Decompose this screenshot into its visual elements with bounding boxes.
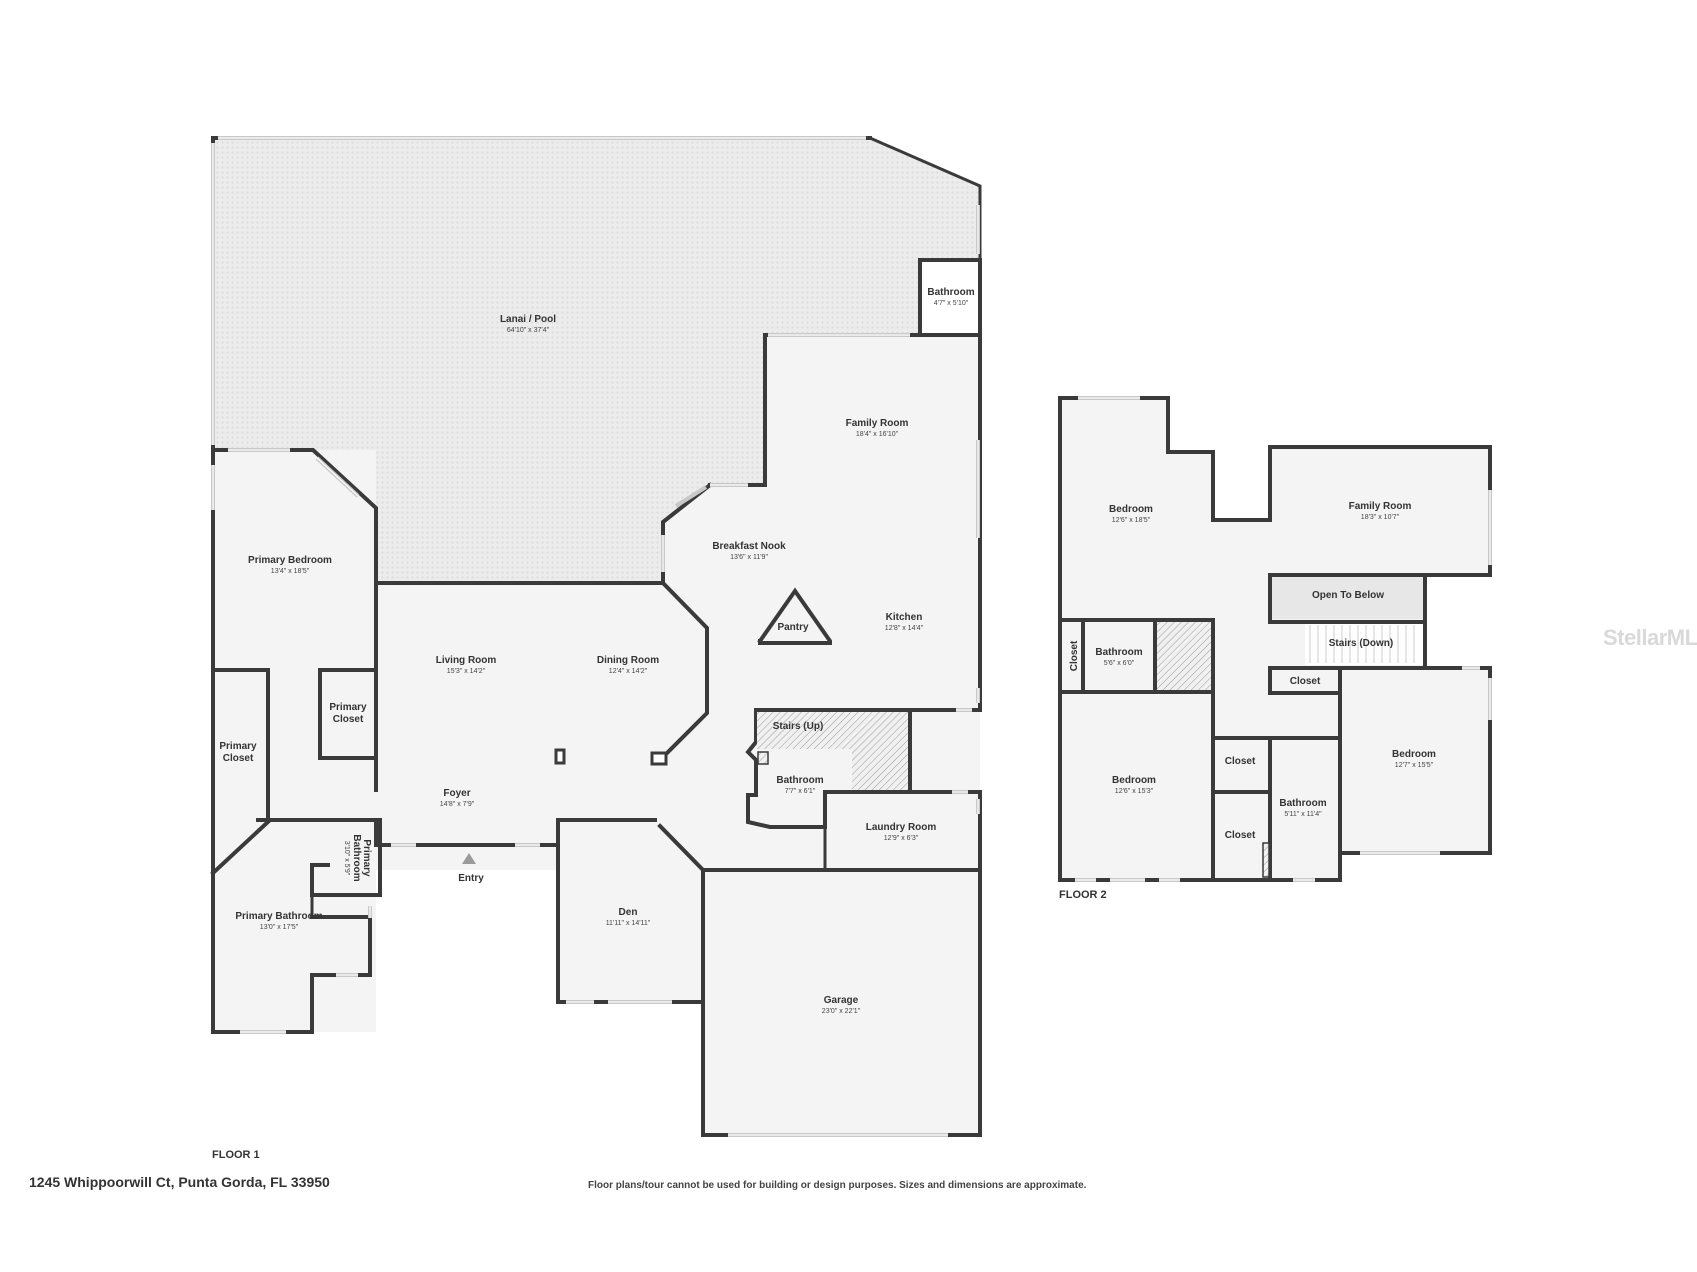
foyer-name: Foyer [443, 788, 470, 799]
pantry-walls [757, 587, 832, 645]
bathroom-s-dims: 5'11" x 11'4" [1284, 811, 1322, 818]
family-2-name: Family Room [1349, 501, 1412, 512]
primary-small-bath-walls [310, 818, 382, 897]
primary-bathroom-name: Primary Bathroom [235, 911, 322, 922]
family-room-dims: 18'4" x 16'10" [856, 431, 899, 438]
breakfast-nook-dims: 13'6" x 11'9" [730, 554, 768, 561]
bedroom-nw-dims: 12'6" x 18'5" [1112, 517, 1151, 524]
family-2-dims: 18'3" x 10'7" [1361, 514, 1400, 521]
lanai-bath-name: Bathroom [927, 287, 974, 298]
laundry-room-name: Laundry Room [866, 822, 937, 833]
den-name: Den [619, 907, 638, 918]
floor-2-fill [1060, 398, 1490, 880]
bedroom-sw-name: Bedroom [1112, 775, 1156, 786]
living-room-name: Living Room [436, 655, 497, 666]
primary-small-bath-name-2: Bathroom [351, 834, 362, 881]
column-2 [650, 751, 668, 766]
floor-2-windows [1075, 396, 1492, 882]
lanai-dims: 64'10" x 37'4" [507, 327, 550, 334]
primary-closet-1-name-2: Closet [223, 753, 254, 764]
living-room-dims: 15'3" x 14'2" [447, 668, 486, 675]
floor-1-plan: Lanai / Pool 64'10" x 37'4" Bathroom 4'7… [210, 136, 982, 1137]
lanai-name: Lanai / Pool [500, 314, 556, 325]
garage-dims: 23'0" x 22'1" [822, 1008, 861, 1015]
watermark-logo: StellarMLS [1603, 625, 1697, 650]
closet-e-name: Closet [1290, 676, 1321, 687]
bedroom-nw-walls [1058, 396, 1272, 882]
laundry-room-dims: 12'9" x 6'3" [884, 835, 919, 842]
bath-small-hatch [757, 751, 769, 765]
stairs-walls [754, 708, 912, 794]
entry-arrow-icon [462, 853, 476, 864]
bathroom-w-dims: 5'6" x 6'0" [1104, 660, 1135, 667]
den-fill [558, 820, 703, 1002]
primary-closet-2-name-1: Primary [329, 702, 367, 713]
open-to-below-fill [1270, 577, 1425, 619]
dining-angled-wall [660, 580, 709, 760]
center-bath-dims: 7'7" x 6'1" [785, 788, 816, 795]
garage-name: Garage [824, 995, 859, 1006]
kitchen-name: Kitchen [886, 612, 923, 623]
lanai-bath-dims: 4'7" x 5'10" [934, 300, 969, 307]
breakfast-nook-name: Breakfast Nook [712, 541, 786, 552]
closet-mid-2-name: Closet [1225, 830, 1256, 841]
stair-down-fill [1305, 622, 1423, 665]
bedroom-e-name: Bedroom [1392, 749, 1436, 760]
bathroom-w-name: Bathroom [1095, 647, 1142, 658]
stairs-down-treads [1309, 625, 1415, 663]
bedroom-e-dims: 12'7" x 15'5" [1395, 762, 1434, 769]
primary-bedroom-dims: 13'4" x 18'5" [271, 568, 310, 575]
stairs-up-hatch [757, 712, 908, 790]
primary-small-bath-dims: 3'10" x 5'9" [343, 841, 350, 876]
garage-fill [703, 870, 980, 1135]
den-dims: 11'11" x 14'11" [606, 920, 651, 927]
bathroom-s-name: Bathroom [1279, 798, 1326, 809]
family-room-name: Family Room [846, 418, 909, 429]
dining-room-name: Dining Room [597, 655, 659, 666]
open-to-below-walls [1268, 573, 1427, 624]
closet-w-name: Closet [1069, 640, 1080, 671]
disclaimer-text: Floor plans/tour cannot be used for buil… [588, 1180, 1087, 1191]
floor-1-label: FLOOR 1 [212, 1149, 260, 1161]
property-address: 1245 Whippoorwill Ct, Punta Gorda, FL 33… [29, 1174, 330, 1190]
stairs-up-name: Stairs (Up) [773, 721, 824, 732]
column-1 [554, 748, 566, 765]
foyer-dims: 14'8" x 7'9" [440, 801, 475, 808]
kitchen-dims: 12'8" x 14'4" [885, 625, 924, 632]
family-fill [663, 335, 980, 710]
bath-w-walls [1058, 618, 1215, 694]
bedroom-sw-dims: 12'6" x 15'3" [1115, 788, 1154, 795]
den-walls [556, 818, 705, 1004]
primary-closet-2-name-2: Closet [333, 714, 364, 725]
bathroom-s-hatch [1262, 842, 1270, 878]
stairs-down-name: Stairs (Down) [1329, 638, 1393, 649]
open-to-below-name: Open To Below [1312, 590, 1384, 601]
primary-closet-1-walls [211, 668, 270, 822]
floor-2-label: FLOOR 2 [1059, 889, 1107, 901]
center-bath-walls [745, 708, 827, 829]
center-bath-name: Bathroom [776, 775, 823, 786]
bath-hatch-fill [1155, 620, 1211, 692]
lanai-pool-area [213, 138, 980, 583]
floor-1-windows [211, 136, 980, 1137]
lanai-bath-walls [918, 258, 982, 337]
primary-closet-1-name-1: Primary [219, 741, 257, 752]
dining-room-dims: 12'4" x 14'2" [609, 668, 648, 675]
primary-bathroom-dims: 13'0" x 17'5" [260, 924, 299, 931]
closet-mid-1-name: Closet [1225, 756, 1256, 767]
family-2-walls [1211, 445, 1492, 577]
primary-small-bath-name-1: Primary [361, 839, 372, 877]
entry-name: Entry [458, 873, 484, 884]
laundry-walls [701, 790, 982, 872]
primary-bedroom-name: Primary Bedroom [248, 555, 332, 566]
primary-bath-walls [210, 818, 332, 876]
bedroom-nw-name: Bedroom [1109, 504, 1153, 515]
primary-small-bath-label: Primary Bathroom 3'10" x 5'9" [343, 834, 372, 881]
floor-2-plan: Bedroom 12'6" x 18'5" Family Room 18'3" … [1058, 396, 1492, 882]
closet-w-label: Closet [1069, 640, 1080, 671]
primary-wing-fill [213, 450, 376, 1032]
pantry-name: Pantry [777, 622, 809, 633]
closet-e-walls [1268, 666, 1342, 695]
